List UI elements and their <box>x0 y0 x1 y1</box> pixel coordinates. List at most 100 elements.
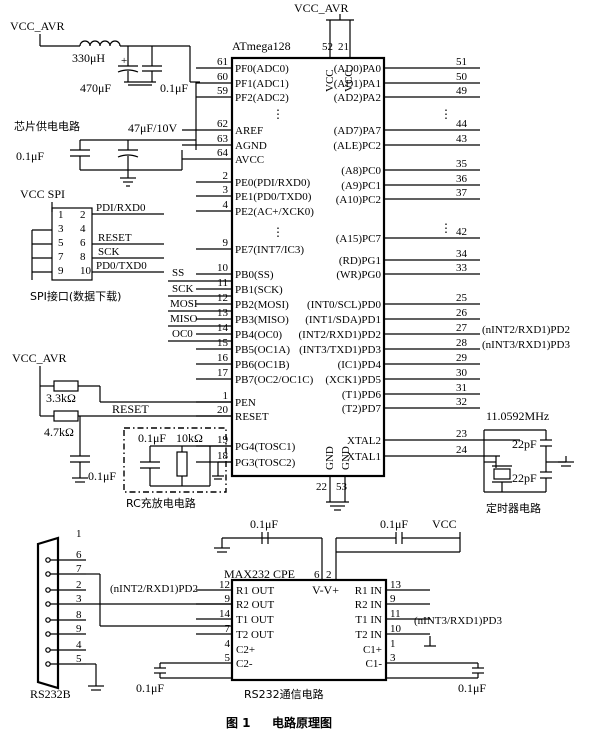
cap-01b-value: 0.1μF <box>16 149 44 163</box>
max-cap1: 0.1μF <box>250 517 278 531</box>
reset-cap-value: 0.1μF <box>88 469 116 483</box>
max-pin-label: C1- <box>366 658 383 670</box>
chip-pin-27-num: 27 <box>456 322 468 334</box>
spi-sig-reset: RESET <box>98 232 132 244</box>
chip-pin-17-num: 17 <box>217 367 229 379</box>
spi-pin-4: 4 <box>80 223 86 235</box>
chip-pin-label: PB2(MOSI) <box>235 299 289 311</box>
max-pin-11-num: 11 <box>390 608 401 620</box>
max232-label: RS232通信电路 <box>244 688 324 701</box>
max-cap3: 0.1μF <box>136 681 164 695</box>
chip-pin-label: (INT2/RXD1)PD2 <box>299 329 382 341</box>
db9-connector[interactable] <box>36 536 60 690</box>
ext-pd3: (nINT3/RXD1)PD3 <box>482 339 570 351</box>
chip-pin-label: (XCK1)PD5 <box>325 374 381 386</box>
db9-pin-3: 3 <box>76 593 82 605</box>
spi-sig-pdo: PD0/TXD0 <box>96 260 147 272</box>
max-pin-label: R2 OUT <box>236 599 274 611</box>
chip-pin-24-num: 24 <box>456 444 468 456</box>
db9-pin-dot <box>45 617 51 623</box>
chip-pin-51-num: 51 <box>456 56 467 68</box>
chip-pin-label: PE1(PD0/TXD0) <box>235 191 312 203</box>
pin-22-num: 22 <box>316 481 327 493</box>
ext-pd2: (nINT2/RXD1)PD2 <box>482 324 570 336</box>
timer-label: 定时器电路 <box>486 501 541 515</box>
chip-pin-26-num: 26 <box>456 307 468 319</box>
chip-power-label: 芯片供电电路 <box>14 119 80 133</box>
chip-pin-label: (IC1)PD4 <box>338 359 382 371</box>
chip-pin-label: PB4(OC0) <box>235 329 282 341</box>
chip-pin-42-num: 42 <box>456 226 467 238</box>
chip-pin-label: PB0(SS) <box>235 269 274 281</box>
db9-pin-dot <box>45 631 51 637</box>
db9-pin-6: 6 <box>76 549 82 561</box>
max-pin-label: C1+ <box>363 644 382 656</box>
pin-52-num: 52 <box>322 41 333 53</box>
chip-pin-label: RESET <box>235 411 269 423</box>
net-ss: SS <box>172 267 184 279</box>
chip-pin-label: (A15)PC7 <box>336 233 382 245</box>
db9-pin-dot <box>45 647 51 653</box>
max232-name: MAX232 CPE <box>224 567 295 581</box>
chip-pin-label: (T1)PD6 <box>342 389 382 401</box>
pin-52-label: VCC <box>324 69 336 92</box>
vcc-spi-label: VCC SPI <box>20 187 65 201</box>
db9-pin-9: 9 <box>76 623 82 635</box>
chip-pin-label: PB1(SCK) <box>235 284 283 296</box>
chip-pin-10-num: 10 <box>217 262 229 274</box>
chip-pin-34-num: 34 <box>456 248 468 260</box>
cap-47-value: 47μF/10V <box>128 121 177 135</box>
spi-label: SPI接口(数据下载) <box>30 289 121 303</box>
max-pin-label: T2 OUT <box>236 629 274 641</box>
left-ellipsis-1: ⋮ <box>272 107 284 121</box>
chip-pin-label: (A9)PC1 <box>341 180 381 192</box>
chip-pin-label: PB5(OC1A) <box>235 344 290 356</box>
spi-pin-3: 3 <box>58 223 64 235</box>
chip-pin-32-num: 32 <box>456 396 467 408</box>
chip-pin-label: PF1(ADC1) <box>235 78 289 90</box>
chip-pin-label: PF0(ADC0) <box>235 63 289 75</box>
max-pin-label: C2- <box>236 658 253 670</box>
figure-title: 电路原理图 <box>272 715 332 730</box>
chip-pin-23-num: 23 <box>456 428 468 440</box>
chip-pin-35-num: 35 <box>456 158 468 170</box>
chip-pin-18-num: 18 <box>217 450 229 462</box>
rc-res-value: 10kΩ <box>176 431 203 445</box>
rc-cap-value: 0.1μF <box>138 431 166 445</box>
max-pin-label: R2 IN <box>355 599 382 611</box>
db9-pin-dot <box>45 601 51 607</box>
chip-pin-label: XTAL2 <box>347 435 381 447</box>
crystal-freq: 11.0592MHz <box>486 409 549 423</box>
rc-circuit-box <box>123 427 227 493</box>
max232-pin2: 2 <box>326 569 332 581</box>
max-pin-9-num: 9 <box>390 593 396 605</box>
chip-pin-61-num: 61 <box>217 56 228 68</box>
chip-pin-label: PEN <box>235 397 256 409</box>
chip-pin-label: (WR)PG0 <box>336 269 381 281</box>
max-pin-7-num: 7 <box>225 623 231 635</box>
spi-pin-1: 1 <box>58 209 64 221</box>
pin-21-label: VCC <box>343 69 355 92</box>
max-pin-10-num: 10 <box>390 623 402 635</box>
chip-pin-9-num: 9 <box>223 237 229 249</box>
spi-pin-9: 9 <box>58 265 64 277</box>
chip-pin-label: AVCC <box>235 154 264 166</box>
db9-pin-dot <box>45 661 51 667</box>
chip-pin-29-num: 29 <box>456 352 468 364</box>
chip-pin-49-num: 49 <box>456 85 468 97</box>
chip-pin-59-num: 59 <box>217 85 229 97</box>
reset-net-label: RESET <box>112 402 149 416</box>
db9-pin-dot <box>45 571 51 577</box>
chip-pin-label: (ALE)PC2 <box>333 140 381 152</box>
chip-pin-label: (AD7)PA7 <box>334 125 382 137</box>
spi-sig-sck: SCK <box>98 246 119 258</box>
chip-pin-64-num: 64 <box>217 147 229 159</box>
pin-21-num: 21 <box>338 41 349 53</box>
chip-pin-4-num: 4 <box>223 199 229 211</box>
max-pin-3-num: 3 <box>390 652 396 664</box>
chip-pin-44-num: 44 <box>456 118 468 130</box>
inductor-value: 330μH <box>72 51 105 65</box>
